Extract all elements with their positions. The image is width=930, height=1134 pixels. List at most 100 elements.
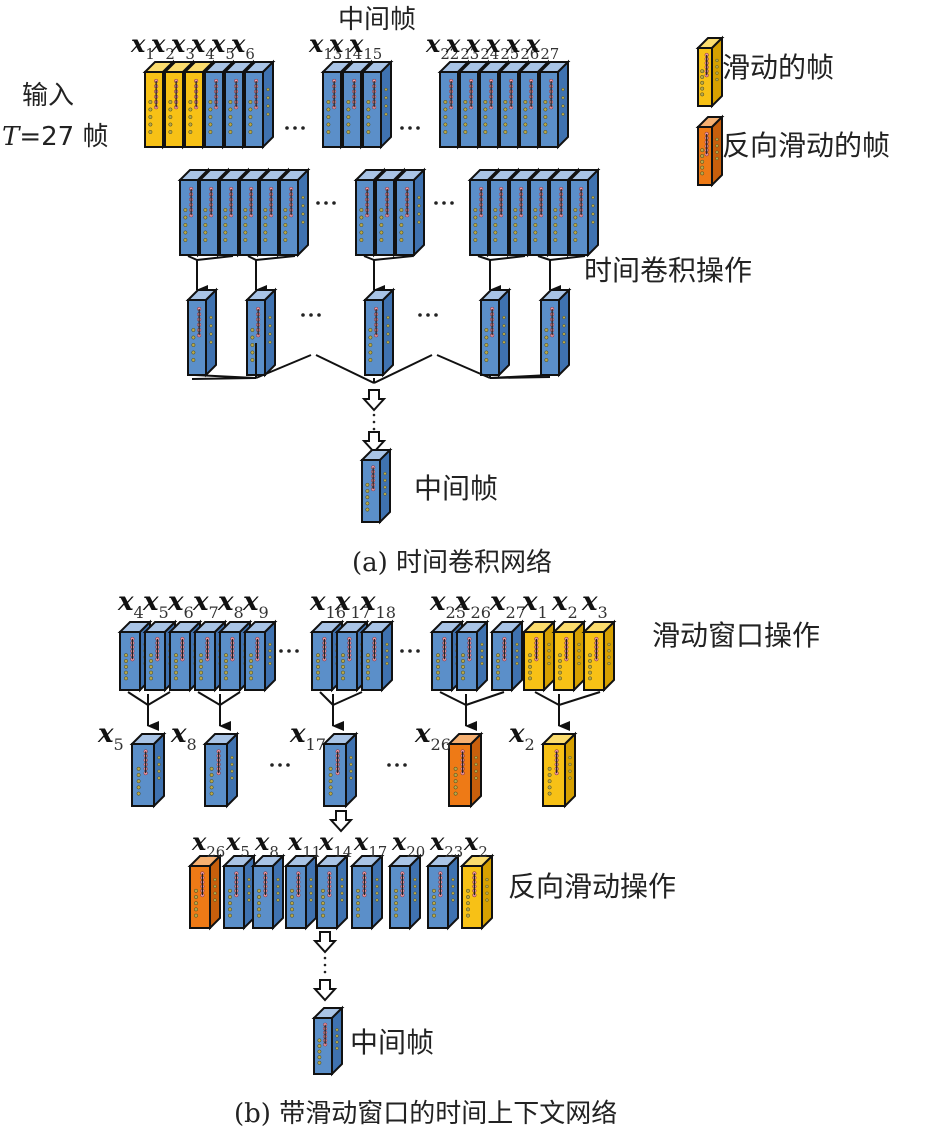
reverse-frame-23: x23 <box>425 827 463 931</box>
joint-dot <box>480 649 484 653</box>
joint-dot <box>257 907 261 912</box>
joint-dot <box>263 230 268 235</box>
variable-symbol: x <box>97 719 114 749</box>
hollow-down-arrow <box>312 931 338 954</box>
subscript: 26 <box>431 735 452 754</box>
frame-index-label: x7 <box>192 587 219 622</box>
joint-dot <box>443 100 448 104</box>
joint-dot <box>366 653 370 658</box>
joint-dot <box>547 773 552 777</box>
joint-dot <box>136 766 141 771</box>
joint-dot <box>191 350 196 355</box>
variable-symbol: x <box>225 827 241 856</box>
joint-dot <box>451 898 455 902</box>
joint-dot <box>356 907 360 912</box>
window-output-frame <box>540 731 578 809</box>
joint-dot <box>266 96 270 100</box>
joint-dot <box>321 901 325 906</box>
frame-front-face <box>204 743 228 807</box>
subscript: 23 <box>460 45 479 63</box>
reverse-frame-14: x14 <box>314 827 352 931</box>
frame-front-face <box>459 71 479 148</box>
joint-dot <box>263 238 268 242</box>
joint-dot <box>700 92 705 97</box>
variable-symbol: x <box>525 29 541 58</box>
joint-dot <box>349 769 353 773</box>
window-frame-26 <box>454 619 490 693</box>
ellipsis <box>387 763 407 767</box>
joint-dot <box>466 907 470 912</box>
joint-dot <box>386 324 390 328</box>
joint-dot <box>573 215 578 220</box>
joint-dot <box>228 895 232 899</box>
frame-front-face <box>509 179 529 256</box>
joint-dot <box>480 642 484 646</box>
joint-dot <box>443 115 448 119</box>
hollow-down-arrow <box>312 979 338 1002</box>
ellipsis-dot <box>400 126 404 130</box>
frame-index-label: x8 <box>170 719 197 754</box>
joint-dot <box>700 75 705 79</box>
frame-index-label: x27 <box>525 29 559 63</box>
connector-line <box>558 691 601 706</box>
joint-dot <box>346 115 351 119</box>
reverse-frame <box>250 853 286 931</box>
joint-dot <box>573 238 578 242</box>
joint-dot <box>228 100 233 104</box>
reverse-frame-17: x17 <box>349 827 387 931</box>
joint-dot <box>493 230 498 235</box>
variable-symbol: x <box>242 587 259 617</box>
joint-dot <box>533 238 538 242</box>
joint-dot <box>209 766 214 771</box>
joint-dot <box>183 215 188 220</box>
variable-symbol: x <box>359 587 376 617</box>
joint-dot <box>326 107 331 112</box>
window-output-frame <box>129 731 167 809</box>
frame-front-face <box>364 299 384 376</box>
joint-dot <box>309 891 313 895</box>
joint-dot <box>553 230 558 235</box>
joint-dot <box>223 223 228 227</box>
variable-symbol: x <box>254 827 270 856</box>
reverse-frame <box>425 853 461 931</box>
frame-front-face <box>184 71 204 148</box>
subscript: 27 <box>540 45 559 63</box>
joint-dot <box>316 670 320 675</box>
joint-dot <box>326 100 331 104</box>
joint-dot <box>266 87 270 92</box>
joint-dot <box>544 335 549 340</box>
joint-dot <box>346 100 351 104</box>
joint-dot <box>359 230 364 235</box>
subscript: 26 <box>471 603 492 622</box>
variable-symbol: x <box>309 587 326 617</box>
ellipsis-dot <box>316 201 320 205</box>
frame-index-label: x3 <box>170 29 195 63</box>
joint-dot <box>276 891 280 895</box>
joint-dot <box>466 913 470 918</box>
joint-dot <box>417 195 421 200</box>
frame-front-face <box>448 743 472 807</box>
joint-dot <box>341 664 345 669</box>
joint-dot <box>547 642 551 646</box>
reverse-frame-2: x2 <box>459 827 495 931</box>
subscript: 22 <box>440 45 459 63</box>
joint-dot <box>432 907 436 912</box>
joint-dot <box>588 653 592 658</box>
joint-dot <box>368 358 373 362</box>
joint-dot <box>136 779 141 784</box>
joint-dot <box>463 115 468 119</box>
variable-symbol: x <box>465 29 481 58</box>
joint-dot <box>268 642 272 646</box>
frame-front-face <box>375 179 395 256</box>
window-output-frame-26: x26 <box>414 719 484 809</box>
joint-dot <box>715 144 719 148</box>
frame-front-face <box>219 631 241 691</box>
joint-dot <box>496 670 500 675</box>
joint-dot <box>496 653 500 658</box>
connector-line <box>127 691 149 706</box>
joint-dot <box>316 676 320 681</box>
vertical-ellipsis <box>323 956 327 974</box>
frame-index-label: x8 <box>217 587 244 622</box>
joint-dot <box>484 358 489 362</box>
variable-symbol: x <box>425 29 441 58</box>
